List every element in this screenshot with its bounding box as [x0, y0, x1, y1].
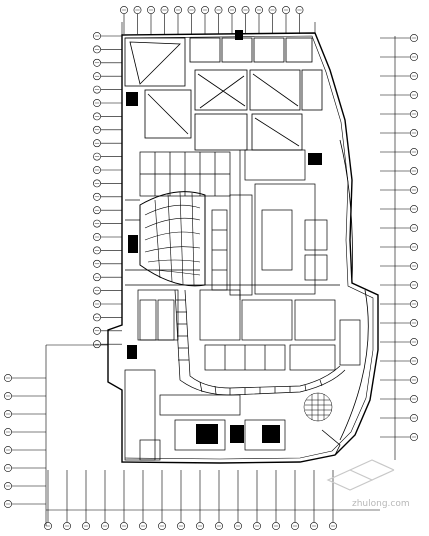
axis-grid [4, 6, 418, 530]
shaded-core-block [126, 30, 322, 444]
watermark: zhulong.com [326, 459, 410, 509]
curved-ramp-corridor [174, 289, 346, 396]
hatched-round-plaza [303, 392, 333, 422]
middle-room-block [124, 149, 361, 461]
upper-room-block [124, 37, 323, 151]
building-outline [107, 32, 379, 464]
curved-facade [321, 139, 369, 456]
auditorium-seating [139, 191, 206, 287]
watermark-text: zhulong.com [352, 499, 410, 509]
